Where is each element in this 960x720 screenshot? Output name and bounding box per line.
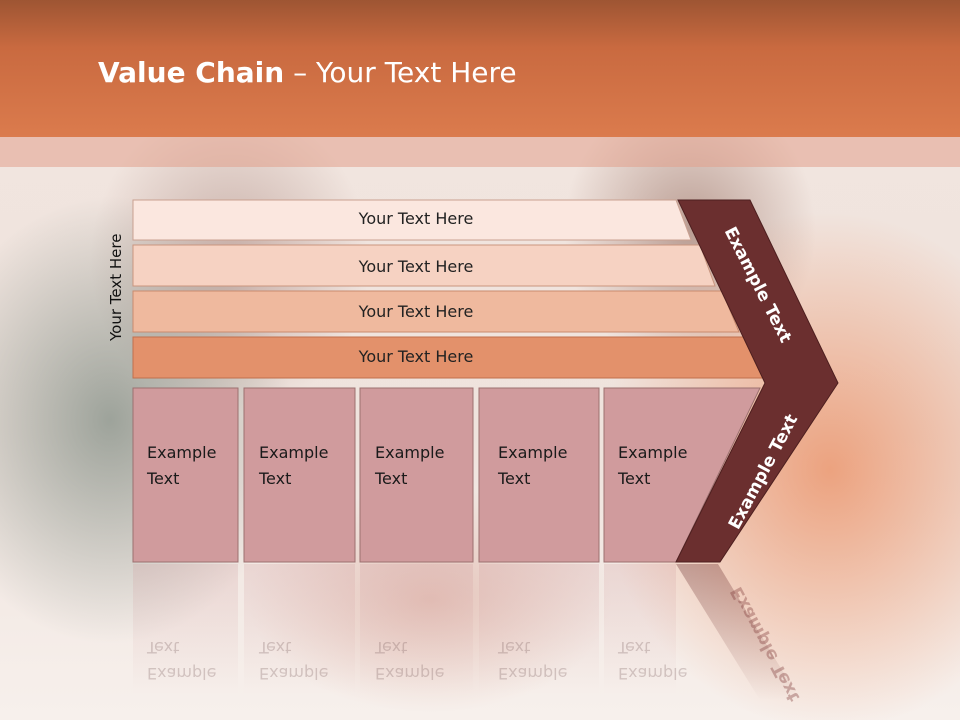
slide-title: Value Chain – Your Text Here bbox=[98, 56, 517, 89]
box-4-line1: Example bbox=[498, 443, 568, 462]
box-4-reflection bbox=[479, 564, 599, 694]
box-1-reflection bbox=[133, 564, 238, 694]
box-3-reflect-line2: Text bbox=[375, 638, 408, 657]
box-5-reflection bbox=[604, 564, 676, 694]
box-1-reflect-line2: Text bbox=[147, 638, 180, 657]
box-5-reflect-line2: Text bbox=[618, 638, 651, 657]
box-1-reflect-line1: Example bbox=[147, 664, 217, 683]
title-bold: Value Chain bbox=[98, 56, 285, 89]
box-3-shape bbox=[359, 387, 474, 563]
box-2-reflection bbox=[244, 564, 355, 694]
box-5-label: Example Text bbox=[618, 440, 687, 492]
box-1-line1: Example bbox=[147, 443, 217, 462]
box-2-shape bbox=[243, 387, 356, 563]
box-3-reflection bbox=[360, 564, 473, 694]
box-1-shape bbox=[132, 387, 239, 563]
bar-2-label: Your Text Here bbox=[358, 257, 474, 276]
box-4-label: Example Text bbox=[498, 440, 567, 492]
box-4-reflect-line1: Example bbox=[498, 664, 568, 683]
bar-3-label: Your Text Here bbox=[358, 302, 474, 321]
box-5-label-reflection: Example Text bbox=[618, 634, 687, 686]
box-2-label-reflection: Example Text bbox=[259, 634, 328, 686]
box-2-line2: Text bbox=[259, 469, 292, 488]
header-strip bbox=[0, 137, 960, 167]
bar-4-label: Your Text Here bbox=[358, 347, 474, 366]
box-1-line2: Text bbox=[147, 469, 180, 488]
box-2-reflect-line1: Example bbox=[259, 664, 329, 683]
box-2-label: Example Text bbox=[259, 440, 328, 492]
box-5-line2: Text bbox=[618, 469, 651, 488]
box-4-line2: Text bbox=[498, 469, 531, 488]
chevron-shape bbox=[675, 199, 839, 563]
chevron-reflection bbox=[676, 564, 800, 700]
box-5-reflect-line1: Example bbox=[618, 664, 688, 683]
box-3-label-reflection: Example Text bbox=[375, 634, 444, 686]
bar-1-shape bbox=[132, 199, 692, 241]
box-3-line1: Example bbox=[375, 443, 445, 462]
box-2-line1: Example bbox=[259, 443, 329, 462]
box-4-reflect-line2: Text bbox=[498, 638, 531, 657]
box-1-label: Example Text bbox=[147, 440, 216, 492]
box-3-reflect-line1: Example bbox=[375, 664, 445, 683]
box-5-line1: Example bbox=[618, 443, 688, 462]
bar-2-shape bbox=[132, 244, 716, 287]
box-4-label-reflection: Example Text bbox=[498, 634, 567, 686]
box-1-label-reflection: Example Text bbox=[147, 634, 216, 686]
box-3-label: Example Text bbox=[375, 440, 444, 492]
bar-3-shape bbox=[132, 290, 740, 333]
title-rest: – Your Text Here bbox=[284, 56, 517, 89]
box-2-reflect-line2: Text bbox=[259, 638, 292, 657]
box-3-line2: Text bbox=[375, 469, 408, 488]
box-4-shape bbox=[478, 387, 600, 563]
header-band bbox=[0, 0, 960, 137]
bar-1-label: Your Text Here bbox=[358, 209, 474, 228]
